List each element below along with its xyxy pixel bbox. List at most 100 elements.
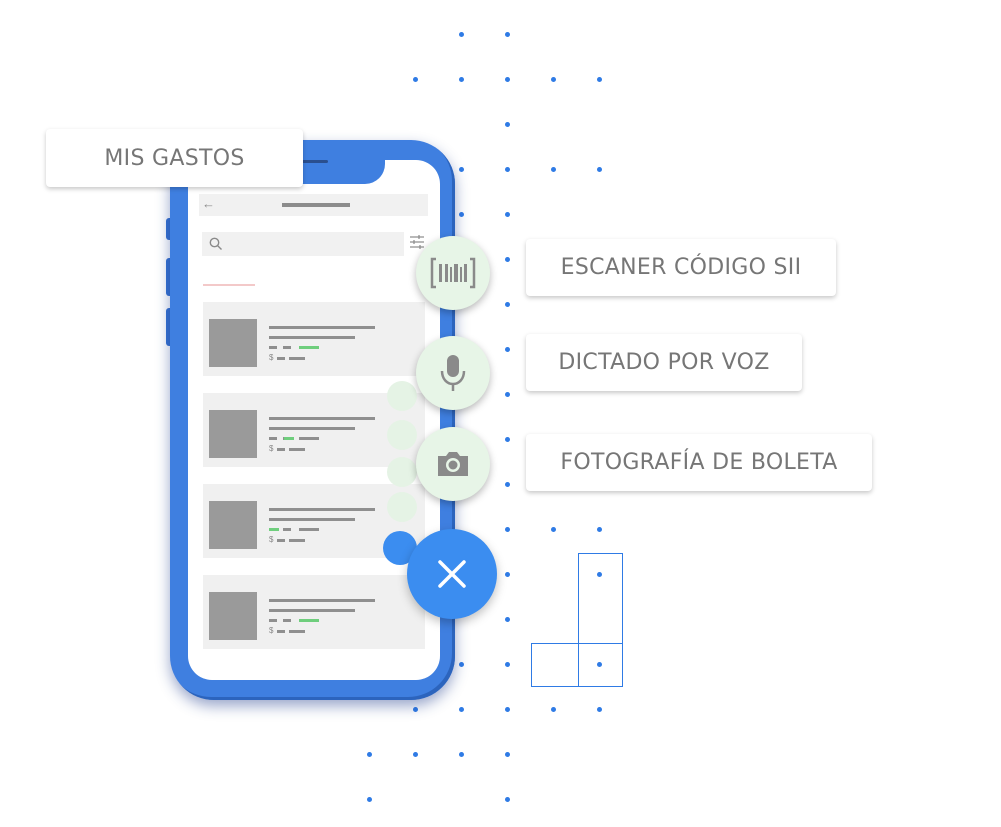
expense-list-item[interactable]: $ bbox=[203, 393, 425, 467]
decorative-dot bbox=[459, 662, 464, 667]
decorative-dot bbox=[597, 167, 602, 172]
expense-title-placeholder bbox=[269, 417, 375, 420]
decorative-dot bbox=[597, 707, 602, 712]
voice-dictation-label[interactable]: DICTADO POR VOZ bbox=[526, 334, 802, 391]
currency-symbol: $ bbox=[269, 444, 274, 453]
action-ghost bbox=[387, 457, 417, 487]
page-title: MIS GASTOS bbox=[46, 129, 303, 187]
expense-subtitle-placeholder bbox=[269, 427, 355, 430]
expense-title-placeholder bbox=[269, 508, 375, 511]
expense-category-indicator bbox=[299, 619, 319, 622]
search-field[interactable] bbox=[202, 232, 404, 256]
expense-amount-placeholder bbox=[289, 357, 305, 360]
decorative-dot bbox=[505, 437, 510, 442]
expense-amount-placeholder bbox=[289, 539, 305, 542]
decorative-dot bbox=[551, 527, 556, 532]
tab-indicator bbox=[203, 284, 255, 286]
decorative-dot bbox=[505, 617, 510, 622]
decorative-dot bbox=[459, 167, 464, 172]
expense-amount-placeholder bbox=[289, 630, 305, 633]
action-ghost bbox=[387, 492, 417, 522]
decorative-dot bbox=[413, 77, 418, 82]
receipt-photo-button[interactable] bbox=[416, 427, 490, 501]
currency-symbol: $ bbox=[269, 353, 274, 362]
decorative-dot bbox=[505, 707, 510, 712]
expense-thumbnail bbox=[209, 319, 257, 367]
decorative-dot bbox=[505, 122, 510, 127]
receipt-photo-label[interactable]: FOTOGRAFÍA DE BOLETA bbox=[526, 434, 872, 491]
filter-icon[interactable] bbox=[409, 234, 425, 250]
phone-speaker bbox=[302, 160, 328, 163]
expense-subtitle-placeholder bbox=[269, 609, 355, 612]
expense-thumbnail bbox=[209, 501, 257, 549]
decorative-dot bbox=[459, 752, 464, 757]
camera-icon bbox=[438, 452, 468, 476]
expense-meta-placeholder bbox=[283, 346, 291, 349]
expense-category-indicator bbox=[269, 528, 279, 531]
expense-thumbnail bbox=[209, 592, 257, 640]
currency-symbol: $ bbox=[269, 626, 274, 635]
decorative-dot bbox=[505, 257, 510, 262]
expense-meta-placeholder bbox=[299, 528, 319, 531]
expense-list-item[interactable]: $ bbox=[203, 484, 425, 558]
decorative-dot bbox=[597, 662, 602, 667]
decorative-dot bbox=[413, 752, 418, 757]
decorative-dot bbox=[505, 347, 510, 352]
decorative-dot bbox=[505, 392, 510, 397]
decorative-dot bbox=[459, 707, 464, 712]
decorative-dot bbox=[459, 212, 464, 217]
decorative-dot bbox=[505, 32, 510, 37]
decorative-dot bbox=[367, 752, 372, 757]
app-bar-title-placeholder bbox=[282, 203, 350, 207]
decorative-dot bbox=[505, 662, 510, 667]
barcode-icon bbox=[430, 257, 476, 289]
expense-amount-placeholder bbox=[277, 448, 285, 451]
expense-meta-placeholder bbox=[269, 437, 277, 440]
expense-title-placeholder bbox=[269, 326, 375, 329]
expense-category-indicator bbox=[284, 437, 294, 440]
decorative-dot bbox=[551, 707, 556, 712]
expense-subtitle-placeholder bbox=[269, 518, 355, 521]
expense-title-placeholder bbox=[269, 599, 375, 602]
decorative-dot bbox=[597, 77, 602, 82]
expense-category-indicator bbox=[299, 346, 319, 349]
decorative-dot bbox=[505, 482, 510, 487]
decorative-dot bbox=[597, 572, 602, 577]
action-ghost bbox=[387, 381, 417, 411]
back-arrow-icon[interactable]: ← bbox=[202, 196, 215, 211]
expense-amount-placeholder bbox=[289, 448, 305, 451]
scan-code-label[interactable]: ESCANER CÓDIGO SII bbox=[526, 239, 836, 296]
expense-meta-placeholder bbox=[299, 437, 319, 440]
expense-meta-placeholder bbox=[269, 346, 277, 349]
search-icon[interactable] bbox=[208, 236, 224, 252]
expense-amount-placeholder bbox=[277, 630, 285, 633]
expense-meta-placeholder bbox=[283, 619, 291, 622]
decorative-dot bbox=[505, 797, 510, 802]
expense-meta-placeholder bbox=[283, 528, 291, 531]
expense-list-item[interactable]: $ bbox=[203, 575, 425, 649]
decorative-dot bbox=[505, 572, 510, 577]
decorative-dot bbox=[505, 302, 510, 307]
decorative-dot bbox=[367, 797, 372, 802]
decorative-dot bbox=[505, 77, 510, 82]
expense-thumbnail bbox=[209, 410, 257, 458]
decorative-dot bbox=[551, 77, 556, 82]
expense-list-item[interactable]: $ bbox=[203, 302, 425, 376]
decorative-dot bbox=[413, 707, 418, 712]
close-button[interactable] bbox=[407, 529, 497, 619]
decorative-dot bbox=[459, 32, 464, 37]
close-icon bbox=[438, 560, 466, 588]
expense-meta-placeholder bbox=[269, 619, 277, 622]
voice-dictation-button[interactable] bbox=[416, 336, 490, 410]
decorative-dot bbox=[505, 212, 510, 217]
decorative-dot bbox=[505, 527, 510, 532]
microphone-icon bbox=[440, 355, 466, 391]
expense-subtitle-placeholder bbox=[269, 336, 355, 339]
action-ghost bbox=[387, 420, 417, 450]
scan-code-button[interactable] bbox=[416, 236, 490, 310]
expense-amount-placeholder bbox=[277, 357, 285, 360]
decorative-dot bbox=[459, 77, 464, 82]
decorative-dot bbox=[551, 167, 556, 172]
decorative-dot bbox=[505, 167, 510, 172]
